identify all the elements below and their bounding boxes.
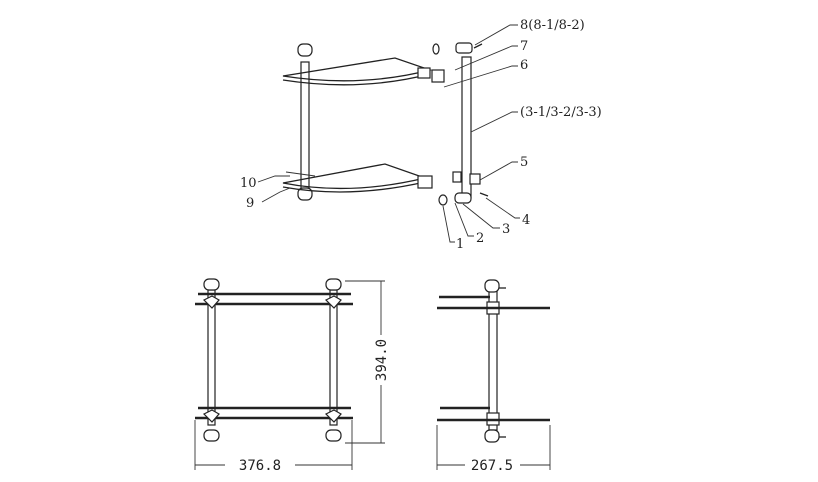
- exploded-view: 8(8-1/8-2) 7 6 (3-1/3-2/3-3) 5 4 3 2 1 1…: [240, 18, 602, 252]
- callout-3-group: (3-1/3-2/3-3): [520, 105, 602, 120]
- callout-7: 7: [520, 39, 528, 54]
- callout-4: 4: [522, 213, 530, 228]
- callout-2: 2: [476, 231, 484, 246]
- left-post: [297, 43, 313, 201]
- leader-lines: [257, 24, 520, 243]
- dimension-side-depth: 267.5: [471, 458, 513, 474]
- callout-10: 10: [240, 176, 257, 191]
- dimension-height: 394.0: [374, 339, 390, 381]
- callout-1: 1: [456, 237, 464, 252]
- callout-5: 5: [520, 155, 528, 170]
- upper-glass-shelf: [282, 57, 433, 86]
- callout-8: 8(8-1/8-2): [520, 18, 585, 33]
- front-view: 394.0 376.8: [194, 278, 390, 474]
- right-post: [431, 42, 489, 206]
- dimension-front-width: 376.8: [239, 458, 281, 474]
- callout-6: 6: [520, 58, 528, 73]
- callout-3: 3: [502, 222, 510, 237]
- callout-9: 9: [246, 196, 254, 211]
- lower-glass-shelf: [282, 163, 433, 193]
- side-view: 267.5: [436, 279, 551, 474]
